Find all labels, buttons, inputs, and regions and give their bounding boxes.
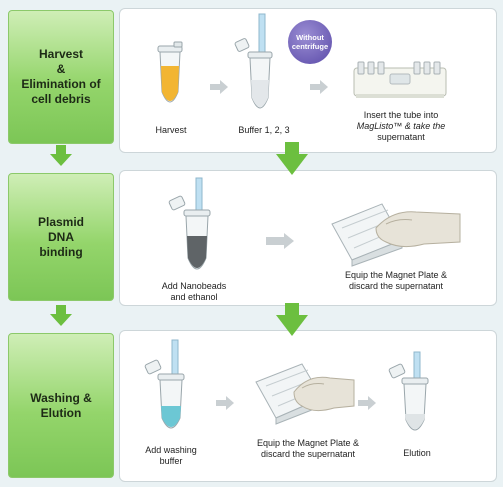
caption-line: Add washing bbox=[145, 445, 197, 455]
stage-title-line: Elimination of bbox=[21, 77, 101, 91]
stage-down-arrow-icon bbox=[50, 145, 72, 166]
stage-label-binding: Plasmid DNA binding bbox=[8, 173, 114, 301]
gray-right-arrow-icon bbox=[266, 233, 294, 249]
tube-icon bbox=[144, 359, 185, 429]
hand-icon bbox=[375, 211, 461, 248]
stage-label-washing: Washing & Elution bbox=[8, 333, 114, 478]
gray-right-arrow-icon bbox=[310, 80, 328, 94]
tube-icon bbox=[157, 41, 183, 103]
magnet-plate-icon bbox=[331, 203, 403, 267]
caption-line: Equip the Magnet Plate & bbox=[344, 270, 448, 280]
step-caption-buffer: Buffer 1, 2, 3 bbox=[238, 125, 290, 135]
stage-title-line: cell debris bbox=[31, 92, 91, 106]
caption-line: and ethanol bbox=[170, 292, 218, 302]
caption-line: Equip the Magnet Plate & bbox=[256, 438, 360, 448]
gray-right-arrow-icon bbox=[358, 396, 376, 410]
stage-title-line: Plasmid bbox=[37, 214, 85, 229]
step-caption-elution: Elution bbox=[403, 448, 431, 458]
badge-line: centrifuge bbox=[291, 42, 329, 51]
caption-line: discard the supernatant bbox=[260, 449, 356, 459]
magnet-device-icon bbox=[353, 61, 447, 98]
step-caption-washing: Add washing buffer bbox=[136, 445, 206, 467]
stage-label-harvest: Harvest & Elimination of cell debris bbox=[8, 10, 114, 144]
caption-line: Add Nanobeads bbox=[161, 281, 227, 291]
stage-title-line: Harvest bbox=[38, 47, 84, 61]
gray-right-arrow-icon bbox=[210, 80, 228, 94]
tube-icon bbox=[388, 363, 429, 431]
stage-title-line: binding bbox=[39, 244, 83, 259]
panel-down-arrow-icon bbox=[276, 142, 308, 175]
stage-title-line: Washing & bbox=[30, 390, 92, 405]
stage-title-line: & bbox=[56, 62, 66, 76]
step-caption-harvest: Harvest bbox=[155, 125, 187, 135]
hand-icon bbox=[293, 376, 355, 412]
step-caption-nanobeads: Add Nanobeads and ethanol bbox=[152, 281, 236, 303]
step-caption-magnet-plate: Equip the Magnet Plate & discard the sup… bbox=[326, 270, 466, 292]
panel-down-arrow-icon bbox=[276, 303, 308, 336]
stage-title-line: Elution bbox=[40, 405, 82, 420]
tube-icon bbox=[168, 195, 211, 270]
caption-line: discard the supernatant bbox=[348, 281, 444, 291]
stage-title-line: DNA bbox=[48, 229, 74, 244]
gray-right-arrow-icon bbox=[216, 396, 234, 410]
caption-line: MagListo™ & take the bbox=[356, 121, 446, 131]
step-caption-magnet-plate-2: Equip the Magnet Plate & discard the sup… bbox=[238, 438, 378, 460]
caption-line: supernatant bbox=[377, 132, 425, 142]
tube-icon bbox=[234, 38, 273, 109]
badge-line: Without bbox=[296, 33, 324, 42]
stage-down-arrow-icon bbox=[50, 305, 72, 326]
caption-line: Insert the tube into bbox=[363, 110, 439, 120]
without-centrifuge-badge: Without centrifuge bbox=[288, 20, 332, 64]
caption-line: buffer bbox=[159, 456, 183, 466]
step-caption-maglisto: Insert the tube into MagListo™ & take th… bbox=[346, 110, 456, 143]
